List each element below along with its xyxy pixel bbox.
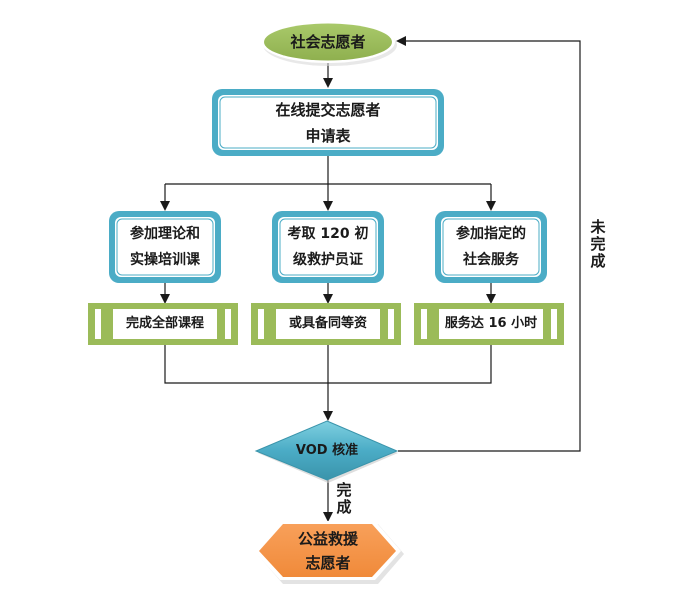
node-start bbox=[261, 21, 397, 66]
node-result1 bbox=[88, 303, 238, 345]
result1-label: 完成全部课程 bbox=[113, 309, 217, 339]
decision-label-line: VOD 核准 bbox=[295, 443, 359, 458]
branch1-label-line-2: 实操培训课 bbox=[130, 252, 200, 268]
node-branch1 bbox=[109, 211, 221, 283]
edge-label-complete: 完成 bbox=[336, 481, 352, 516]
branch2-label: 考取 120 初 级救护员证 bbox=[278, 217, 378, 277]
node-result2 bbox=[251, 303, 401, 345]
result3-label-line: 服务达 16 小时 bbox=[444, 316, 538, 331]
end-label-line-2: 志愿者 bbox=[305, 554, 351, 572]
end-label: 公益救援 志愿者 bbox=[270, 524, 386, 578]
edge-label-incomplete: 未完成 bbox=[590, 218, 606, 270]
branch2-label-line-2: 级救护员证 bbox=[293, 252, 363, 268]
result3-label: 服务达 16 小时 bbox=[439, 309, 543, 339]
start-label: 社会志愿者 bbox=[262, 26, 394, 58]
connectors bbox=[160, 36, 581, 522]
node-decision bbox=[254, 420, 399, 483]
result1-label-line: 完成全部课程 bbox=[125, 316, 204, 331]
result2-label-line: 或具备同等资 bbox=[288, 316, 367, 331]
result2-label: 或具备同等资 bbox=[276, 309, 380, 339]
submit-label: 在线提交志愿者 申请表 bbox=[218, 95, 438, 150]
edge-feedback-loop bbox=[396, 36, 581, 452]
submit-label-line-2: 申请表 bbox=[305, 126, 351, 145]
branch2-label-line-1: 考取 120 初 bbox=[287, 226, 369, 242]
node-submit bbox=[212, 89, 444, 156]
decision-label: VOD 核准 bbox=[276, 438, 378, 464]
submit-label-line-1: 在线提交志愿者 bbox=[275, 100, 381, 119]
node-end bbox=[254, 521, 404, 584]
node-branch3 bbox=[435, 211, 547, 283]
node-result3 bbox=[414, 303, 564, 345]
branch3-label: 参加指定的 社会服务 bbox=[441, 217, 541, 277]
branch3-label-line-1: 参加指定的 bbox=[456, 226, 526, 242]
start-label-line: 社会志愿者 bbox=[290, 33, 366, 51]
end-label-line-1: 公益救援 bbox=[297, 530, 358, 548]
branch1-label-line-1: 参加理论和 bbox=[130, 226, 200, 242]
branch3-label-line-2: 社会服务 bbox=[463, 252, 519, 268]
branch1-label: 参加理论和 实操培训课 bbox=[115, 217, 215, 277]
node-branch2 bbox=[272, 211, 384, 283]
